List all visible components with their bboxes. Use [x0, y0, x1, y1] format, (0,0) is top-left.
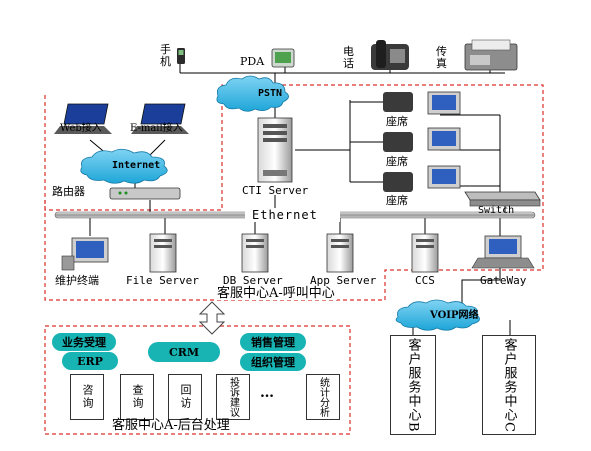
- db-server-icon: [241, 233, 269, 273]
- ethernet-label: Ethernet: [252, 208, 318, 222]
- maintenance-terminal-icon: [61, 237, 109, 271]
- card-consult: 咨询: [70, 374, 104, 420]
- pill-org: 组织管理: [240, 353, 306, 371]
- call-center-title: 客服中心A-呼叫中心: [215, 286, 337, 301]
- pstn-label: PSTN: [258, 88, 283, 99]
- seat-phones: [383, 92, 413, 192]
- card-ellipsis: …: [260, 385, 274, 401]
- app-server-icon: [326, 233, 354, 273]
- fax-machine-icon: [464, 39, 518, 71]
- backoffice-border: [44, 325, 351, 435]
- desk-phone-icon: [371, 40, 409, 70]
- seat-computers: [427, 91, 461, 189]
- server-label-file: File Server: [126, 274, 199, 287]
- fax-label: 传 真: [436, 45, 447, 70]
- switch-label: Switch: [478, 205, 515, 216]
- pda-label: PDA: [240, 55, 265, 68]
- pda-icon: [271, 48, 295, 68]
- switch-icon: [464, 191, 541, 207]
- server-label-ccs: CCS: [415, 274, 435, 287]
- pill-business: 业务受理: [52, 333, 116, 351]
- server-label-maintenance: 维护终端: [55, 274, 99, 287]
- ccs-server-icon: [411, 233, 439, 273]
- voip-cloud: [395, 299, 480, 331]
- card-revisit: 回访: [168, 374, 202, 420]
- pill-sales: 销售管理: [240, 333, 306, 351]
- internet-cloud: [80, 148, 168, 184]
- web-laptop-icon: [54, 103, 112, 134]
- cti-server-label: CTI Server: [242, 184, 309, 197]
- internet-region-border: [44, 95, 223, 211]
- internet-label: Internet: [112, 160, 161, 171]
- card-complaint: 投诉建议: [216, 374, 250, 420]
- mobile-label: 手 机: [160, 43, 171, 68]
- server-label-gateway: GateWay: [480, 274, 527, 287]
- router-label: 路由器: [52, 185, 85, 198]
- server-label-app: App Server: [310, 274, 377, 287]
- pill-crm: CRM: [148, 342, 220, 362]
- file-server-icon: [149, 233, 177, 273]
- pstn-cloud: [216, 75, 289, 112]
- pill-erp: ERP: [62, 352, 118, 370]
- router-icon: [109, 187, 181, 200]
- card-query: 查询: [120, 374, 154, 420]
- mobile-phone-icon: [177, 48, 185, 64]
- email-access-label: E-mail接入: [130, 123, 183, 134]
- seat-label-3: 座席: [386, 194, 408, 207]
- backoffice-title: 客服中心A-后台处理: [112, 418, 230, 433]
- remote-center-b: 客户服务中心B: [390, 335, 436, 435]
- gateway-icon: [471, 235, 535, 269]
- seat-label-2: 座席: [386, 155, 408, 168]
- ethernet-label-bg: [245, 208, 340, 222]
- card-statistics: 统计分析: [306, 374, 340, 420]
- seat-label-1: 座席: [386, 115, 408, 128]
- web-access-label: Web接入: [60, 123, 102, 134]
- voip-label: VOIP网络: [430, 310, 479, 321]
- email-laptop-icon: [131, 103, 189, 134]
- phone-label: 电 话: [343, 45, 354, 70]
- cti-server-icon: [257, 117, 293, 183]
- remote-center-c: 客户服务中心C: [482, 335, 536, 435]
- server-label-db: DB Server: [223, 274, 283, 287]
- double-arrow-icon: [198, 301, 226, 335]
